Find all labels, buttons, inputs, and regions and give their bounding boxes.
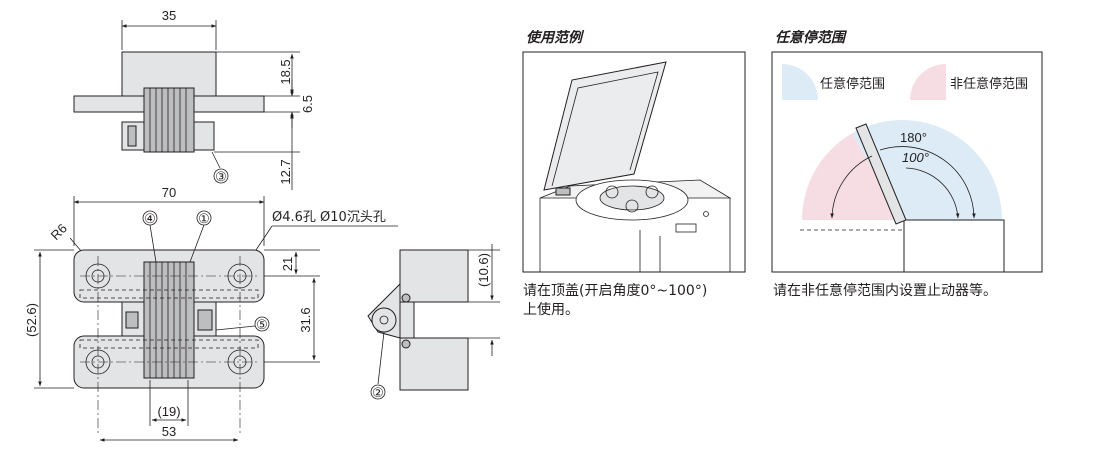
front-dim-21: 21: [280, 257, 295, 271]
non-stop-sector: [802, 133, 902, 220]
legend-any-swatch: [782, 64, 818, 100]
usage-caption-line1: 请在顶盖(开启角度0°~100°): [523, 283, 707, 299]
stop-range-caption: 请在非任意停范围内设置止动器等。: [773, 282, 997, 299]
front-width-dim: 70: [162, 185, 176, 200]
top-dim-12-7: 12.7: [278, 159, 293, 184]
front-view-ribs: [149, 262, 187, 378]
side-dim-10-6: (10.6): [476, 253, 491, 287]
usage-example-section: 使用范例 请在顶盖(开启角度0°~100°) 上使用。: [522, 29, 746, 318]
usage-heading: 使用范例: [526, 29, 585, 46]
radius-dim: R6: [48, 221, 70, 243]
front-view: 70 R6 Ø4.6孔 Ø10沉头孔: [24, 185, 398, 442]
top-view: 35 18.5 6.5 12.7 ③: [73, 8, 315, 190]
top-dim-18-5: 18.5: [278, 59, 293, 84]
stop-range-section: 任意停范围 任意停范围 非任意停范围 180° 100° 请在非任意停范围内设置…: [771, 29, 1043, 299]
angle-180: 180°: [900, 130, 927, 145]
legend-non-label: 非任意停范围: [950, 76, 1028, 92]
side-view: (10.6) ②: [367, 244, 500, 400]
top-dim-6-5: 6.5: [300, 95, 315, 113]
usage-caption-line2: 上使用。: [523, 301, 579, 318]
front-dim-53: 53: [162, 424, 176, 439]
lid-100deg: [855, 123, 907, 225]
angle-100: 100°: [902, 150, 929, 165]
callout-3: ③: [215, 169, 227, 184]
callout-4: ④: [144, 211, 156, 226]
top-width-dim: 35: [162, 8, 176, 23]
callout-2: ②: [372, 385, 384, 400]
front-dim-31-6: 31.6: [298, 307, 313, 332]
front-dim-52-6: (52.6): [24, 303, 39, 337]
front-dim-19: (19): [157, 404, 180, 419]
hole-spec: Ø4.6孔 Ø10沉头孔: [272, 210, 386, 225]
callout-1: ①: [198, 211, 210, 226]
stop-range-heading: 任意停范围: [775, 29, 848, 46]
callout-5: ⑤: [256, 317, 268, 332]
legend-any-label: 任意停范围: [820, 76, 885, 92]
legend-non-swatch: [910, 64, 946, 100]
top-view-ribs: [149, 88, 187, 152]
